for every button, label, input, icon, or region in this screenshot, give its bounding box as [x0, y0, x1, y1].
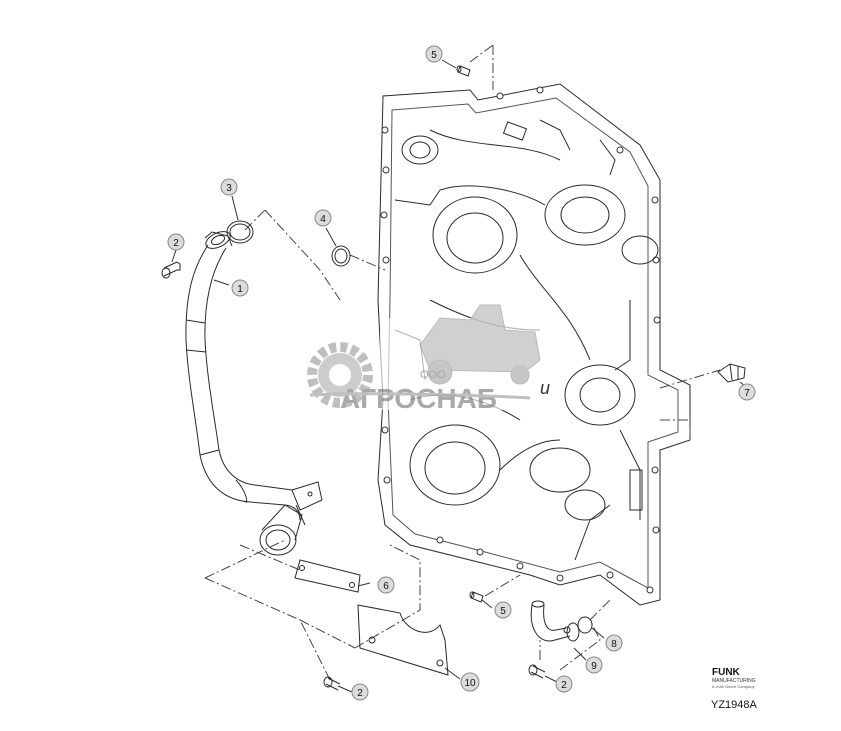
harvester-icon [419, 304, 541, 385]
callout-label: 3 [226, 183, 232, 194]
callout-leaders [171, 59, 746, 693]
callout-label: 5 [431, 50, 437, 61]
callout-label: 2 [561, 680, 567, 691]
gasket-part-6 [294, 559, 361, 593]
callout-bubbles: 1 2 2 2 2 3 4 5 5 6 7 8 9 10 [167, 45, 756, 701]
callout-label: 8 [611, 639, 617, 650]
gear-icon [307, 342, 373, 408]
callout-6: 6 [377, 576, 395, 594]
watermark-small-text: ООО [420, 369, 446, 381]
callout-2: 2 [555, 675, 573, 693]
maker-logo: FUNK MANUFACTURING A John Deere Company [712, 667, 756, 689]
callout-label: 7 [744, 388, 750, 399]
stray-glyph: и [540, 378, 550, 398]
plug-part-5-b [469, 591, 484, 603]
callout-7: 7 [738, 383, 756, 401]
callout-8: 8 [605, 634, 623, 652]
callout-5: 5 [494, 601, 512, 619]
callout-2: 2 [351, 683, 369, 701]
elbow-part-9 [530, 600, 580, 642]
o-ring-part-3 [226, 220, 254, 244]
callout-3: 3 [220, 178, 238, 196]
callout-label: 1 [237, 284, 243, 295]
oil-pipe-part-1 [185, 231, 323, 556]
watermark-name: АГРОСНАБ [340, 383, 497, 414]
bolt-part-2-c [528, 664, 546, 679]
callout-label: 5 [500, 606, 506, 617]
callout-label: 9 [591, 661, 597, 672]
callout-label: 10 [464, 678, 476, 689]
bolt-part-2-b [323, 676, 341, 691]
maker-line1: MANUFACTURING [712, 678, 756, 684]
callout-4: 4 [314, 209, 332, 227]
callout-9: 9 [585, 656, 603, 674]
callout-5: 5 [425, 45, 443, 63]
bolt-part-2-a [161, 261, 181, 279]
figure-id: YZ1948A [711, 699, 758, 711]
plug-part-5-a [456, 65, 471, 77]
assembly-lines [204, 44, 721, 681]
o-ring-part-4 [331, 245, 351, 267]
fitting-part-7 [717, 363, 746, 383]
maker-brand: FUNK [712, 667, 741, 678]
callout-label: 2 [357, 688, 363, 699]
o-ring-part-8 [577, 616, 593, 634]
cover-plate-part-10 [357, 604, 449, 676]
callout-2: 2 [167, 233, 185, 251]
callout-label: 2 [173, 238, 179, 249]
maker-line2: A John Deere Company [712, 684, 754, 689]
callout-10: 10 [460, 672, 480, 692]
callout-label: 4 [320, 214, 326, 225]
watermark: ООО АГРОСНАБ [307, 304, 555, 414]
callout-1: 1 [231, 279, 249, 297]
callout-label: 6 [383, 581, 389, 592]
